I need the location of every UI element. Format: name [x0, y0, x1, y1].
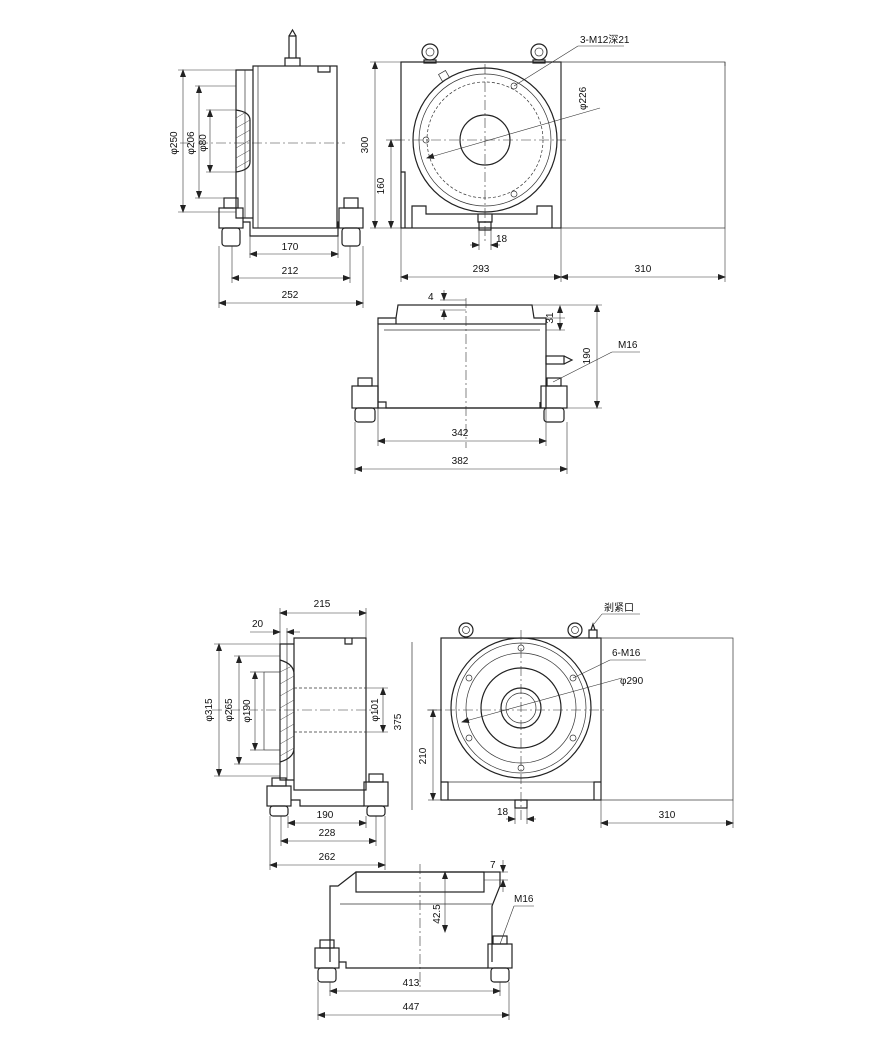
dim-300: 300 [360, 136, 371, 153]
lower-bottom-view: 7 42.5 M16 413 447 [314, 860, 534, 1020]
dim-293: 293 [473, 264, 490, 275]
dim-310: 310 [635, 264, 652, 275]
dim-phi265: φ265 [224, 698, 235, 722]
dim-4: 4 [428, 292, 434, 303]
dim-18: 18 [496, 234, 508, 245]
label-m16: M16 [618, 340, 638, 351]
label-m16b: M16 [514, 894, 534, 905]
dim-18b: 18 [497, 807, 509, 818]
dim-phi315: φ315 [204, 698, 215, 722]
dim-190b: 190 [317, 810, 334, 821]
dim-228: 228 [319, 828, 336, 839]
dim-342: 342 [452, 428, 469, 439]
dim-212: 212 [282, 266, 299, 277]
dim-170: 170 [282, 242, 299, 253]
dim-phi290: φ290 [620, 676, 644, 687]
dim-phi206: φ206 [186, 131, 197, 155]
dim-215: 215 [314, 599, 331, 610]
top-side-view: φ250 φ206 φ80 170 212 252 [169, 28, 364, 308]
dim-7: 7 [490, 860, 496, 871]
dim-252: 252 [282, 290, 299, 301]
dim-190: 190 [582, 347, 593, 364]
dim-160: 160 [376, 177, 387, 194]
dim-phi80: φ80 [198, 134, 209, 152]
dim-20: 20 [252, 619, 264, 630]
dim-phi250: φ250 [169, 131, 180, 155]
dim-phi226: φ226 [578, 86, 589, 110]
dim-phi101: φ101 [370, 698, 381, 722]
dim-262: 262 [319, 852, 336, 863]
dim-413: 413 [403, 978, 420, 989]
label-clamp: 剎紧口 [604, 602, 634, 614]
top-bottom-view: 31 190 4 M16 342 382 [351, 290, 640, 474]
thread-spec-6m16: 6-M16 [612, 648, 641, 659]
dim-375: 375 [393, 713, 404, 730]
dim-382: 382 [452, 456, 469, 467]
dim-42-5: 42.5 [432, 904, 443, 924]
dim-310b: 310 [659, 810, 676, 821]
top-front-view: 3-M12深21 φ226 300 160 18 293 310 [360, 34, 726, 282]
dim-31: 31 [545, 312, 556, 324]
dim-447: 447 [403, 1002, 420, 1013]
lower-front-view: 剎紧口 6-M16 φ290 210 [411, 602, 734, 828]
dim-210: 210 [418, 747, 429, 764]
dim-phi190: φ190 [242, 699, 253, 723]
thread-spec: 3-M12深21 [580, 34, 630, 46]
lower-side-view: 215 20 φ315 φ265 φ190 φ101 375 190 [204, 599, 404, 870]
